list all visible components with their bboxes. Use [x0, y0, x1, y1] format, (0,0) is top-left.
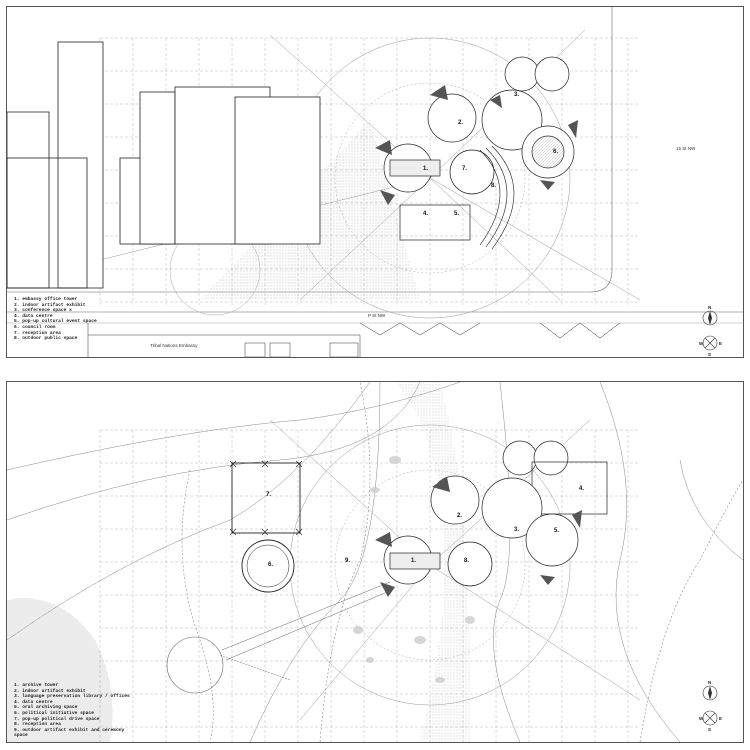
room-label: 7.: [462, 166, 467, 172]
top-legend-item: 3. conference space x: [14, 308, 72, 314]
bottom-legend-item: space: [14, 733, 28, 739]
svg-text:E: E: [719, 341, 722, 346]
top-plan-linework: [7, 7, 743, 357]
room-label: 6.: [268, 562, 273, 568]
svg-text:N: N: [708, 680, 711, 685]
bottom-legend-item: 7. pop-up political drive space: [14, 716, 100, 722]
room-label: 4.: [423, 211, 428, 217]
svg-text:S: S: [708, 727, 711, 732]
top-legend-item: 1. embassy office tower: [14, 297, 78, 302]
bottom-legend-item: 2. indoor artifact exhibit: [14, 688, 86, 694]
building-label-embassy: Tribal Nations Embassy: [150, 343, 198, 348]
bottom-plan-linework: [7, 382, 743, 742]
top-legend-item: 5. pop-up cultural event space: [14, 319, 97, 325]
bottom-legend-item: 5. oral archiving space: [14, 705, 78, 711]
bottom-legend-item: 1. archive tower: [14, 683, 59, 688]
bottom-room-labels: 1. 2. 3. 4. 5. 6. 7. 8. 9.: [266, 486, 584, 568]
top-legend-item: 6. council room: [14, 324, 56, 330]
top-legend-item: 2. indoor artifact exhibit: [14, 302, 86, 308]
room-label: 8.: [464, 558, 469, 564]
room-label: 2.: [458, 120, 463, 126]
svg-text:W: W: [699, 341, 704, 346]
street-label-15st: 15 St NW: [676, 146, 696, 151]
room-label: 5.: [454, 211, 459, 217]
room-label: 2.: [457, 513, 462, 519]
room-label: 1.: [423, 166, 428, 172]
room-label: 3.: [514, 527, 519, 533]
compass-top-icon: N W E S: [699, 305, 722, 357]
room-label: 9.: [345, 558, 350, 564]
top-legend-item: 8. outdoor public space: [14, 336, 78, 342]
compass-bottom-icon: N W E S: [699, 680, 722, 732]
room-label: 5.: [554, 528, 559, 534]
room-label: 1.: [411, 558, 416, 564]
bottom-legend-item: 6. political initiative space: [14, 710, 94, 716]
street-label-pst: P St NW: [368, 313, 386, 318]
top-legend-item: 7. reception area: [14, 330, 61, 336]
top-room-labels: 1. 2. 3. 4. 5. 6. 7. 8.: [423, 92, 558, 217]
bottom-legend-item: 4. data centre: [14, 699, 53, 705]
top-legend-item: 4. data centre: [14, 313, 53, 319]
svg-text:E: E: [719, 716, 722, 721]
room-label: 6.: [553, 149, 558, 155]
room-label: 4.: [579, 486, 584, 492]
room-label: 7.: [266, 492, 271, 498]
room-label: 8.: [491, 183, 496, 189]
bottom-legend-item: 3. language preservation library / offic…: [14, 694, 130, 700]
bottom-legend-item: 9. outdoor artifact exhibit and ceremony: [14, 727, 125, 733]
room-label: 3.: [514, 92, 519, 98]
svg-text:N: N: [708, 305, 711, 310]
svg-text:W: W: [699, 716, 704, 721]
svg-text:S: S: [708, 352, 711, 357]
bottom-legend-item: 8. reception area: [14, 722, 61, 728]
